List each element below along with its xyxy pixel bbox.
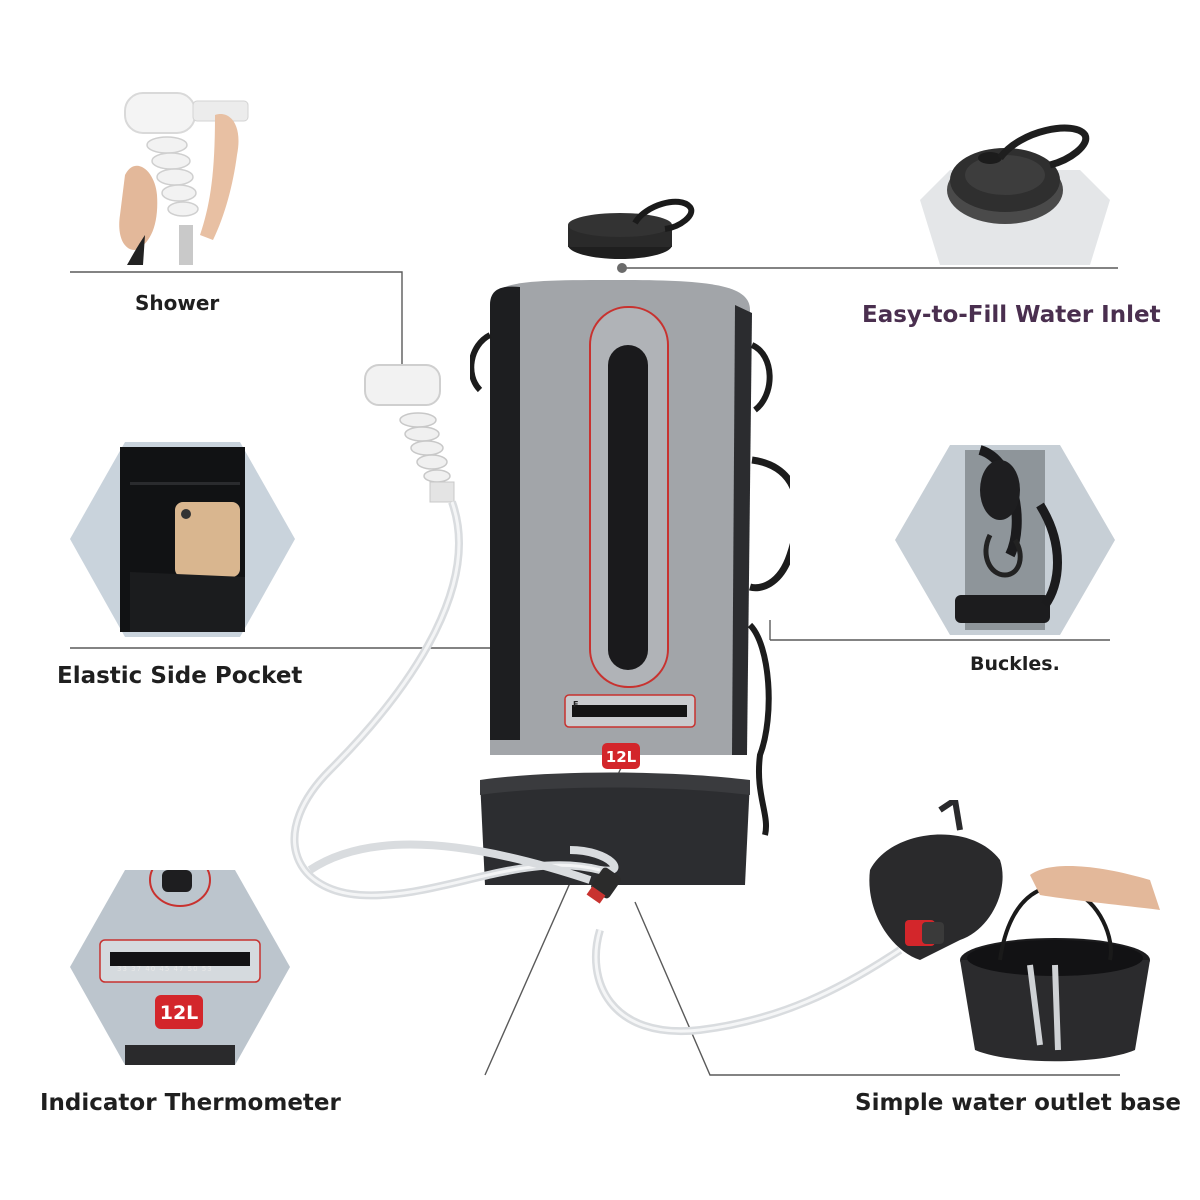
thermometer-hexagon (70, 870, 290, 1065)
shower-tank (470, 198, 790, 885)
outlet-base-photo (869, 800, 1160, 1062)
shower-head-photo (119, 92, 249, 265)
shower-callout-line (70, 271, 403, 378)
outlet-callout-line (634, 901, 1120, 1076)
tank-capacity-badge: 12L (605, 748, 637, 766)
label-side-pocket: Elastic Side Pocket (57, 663, 303, 689)
outlet-hose (592, 928, 903, 1036)
label-water-inlet: Easy-to-Fill Water Inlet (862, 302, 1161, 328)
inlet-cap-photo (920, 124, 1110, 265)
hexagon-capacity-badge: 12L (159, 1002, 199, 1024)
label-buckles: Buckles. (970, 653, 1060, 675)
label-outlet-base: Simple water outlet base (855, 1090, 1182, 1116)
label-thermometer: Indicator Thermometer (40, 1090, 341, 1116)
tank-thermometer-f: F (573, 700, 579, 709)
hexagon-thermometer-scale: 33 37 40 45 47 50 53 (117, 965, 213, 973)
buckles-hexagon (895, 445, 1115, 635)
label-shower: Shower (135, 291, 220, 315)
side-pocket-hexagon (70, 442, 295, 637)
inlet-callout-dot (617, 263, 627, 273)
hose-and-shower-head (290, 364, 621, 904)
